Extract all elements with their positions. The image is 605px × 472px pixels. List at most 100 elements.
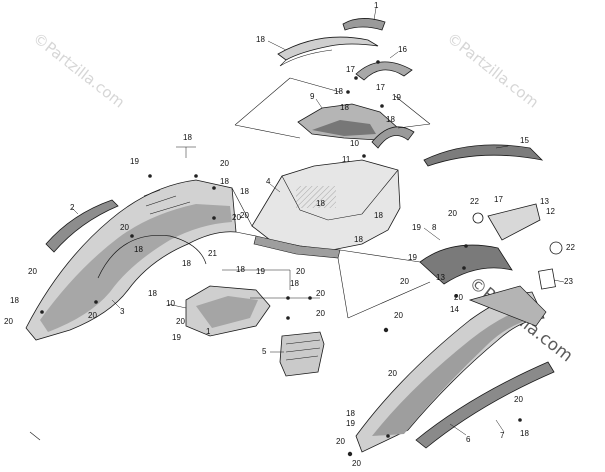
callout-22-b: 22 [566,243,575,252]
callout-18-top: 18 [256,35,265,44]
callout-18-left: 18 [183,133,192,142]
callout-19-left: 19 [130,157,139,166]
callout-20-d: 20 [176,317,185,326]
callout-19-lower: 19 [172,333,181,342]
callout-12: 12 [546,207,555,216]
callout-13: 13 [436,273,445,282]
part-22-washer-left [472,212,484,224]
callout-18-bottom: 18 [346,409,355,418]
part-14-upper-bracket [468,285,547,327]
part-12-mount [487,203,541,241]
callout-16: 16 [398,45,407,54]
callout-18-mid: 18 [334,87,343,96]
callout-7: 7 [500,431,505,440]
part-upper-fender [277,36,379,61]
part-7-side-trim [415,361,555,449]
callout-17-a: 17 [346,65,355,74]
callout-13-right: 13 [540,197,549,206]
callout-10: 10 [166,299,175,308]
part-1-under-floor-shade [196,296,258,328]
callout-20-lower-c: 20 [316,309,325,318]
callout-9: 9 [310,92,315,101]
callout-20-right: 20 [448,209,457,218]
callout-20-right-d: 20 [388,369,397,378]
callout-23: 23 [564,277,573,286]
callout-labels: 1 18 16 17 17 18 18 19 9 18 10 11 15 18 … [4,1,575,468]
callout-18-center-b: 18 [316,199,325,208]
corner-stamp-icon [29,431,41,441]
callout-20-bottom: 20 [336,437,345,446]
callout-18-center: 18 [240,187,249,196]
callout-19-lower-b: 19 [256,267,265,276]
callout-18-mid-b: 18 [340,103,349,112]
callout-18-left-d: 18 [182,259,191,268]
callout-20-right-b: 20 [400,277,409,286]
callout-10-top: 10 [350,139,359,148]
exploded-guide-lines-mid [231,187,431,319]
callout-20-lower-b: 20 [316,289,325,298]
callout-14: 14 [450,305,459,314]
part-5-bracket-lines [285,339,321,361]
callout-20-a: 20 [28,267,37,276]
callout-17-right: 17 [494,195,503,204]
callout-3: 3 [120,307,125,316]
callout-18-c: 18 [386,115,395,124]
part-2-strip [45,199,119,253]
part-6-front-panel-shade [372,306,536,436]
fastener-markers [40,60,522,457]
callout-20-center: 20 [394,311,403,320]
callout-18-lower-b: 18 [290,279,299,288]
part-22-washer-right [549,241,563,255]
watermark-right: ©Partzilla.com [444,29,543,112]
callout-15: 15 [520,136,529,145]
callout-20-bottom-b: 20 [352,459,361,468]
callout-18-left-b: 18 [220,177,229,186]
callout-19-bottom: 19 [346,419,355,428]
callout-18-left-c: 18 [134,245,143,254]
part-9-body-shade [312,120,376,136]
callout-20-left-b: 20 [120,223,129,232]
part-1-top-trim [342,18,386,31]
part-3-wheel-arch [97,234,207,279]
callout-18-center-c: 18 [374,211,383,220]
callout-20-left-c: 20 [232,213,241,222]
callout-4: 4 [266,177,271,186]
part-3-panel-shade [40,204,232,332]
part-upper-fender-edge [279,49,333,67]
part-16-arch [355,61,413,81]
callout-20-left: 20 [220,159,229,168]
part-8-front-cowl [419,244,513,285]
callout-6: 6 [466,435,471,444]
callout-1-top: 1 [374,1,379,10]
callout-21: 21 [208,249,217,258]
callout-18-bottom-right: 18 [520,429,529,438]
callout-8: 8 [432,223,437,232]
callout-20-bottom-right: 20 [514,395,523,404]
callout-22-a: 22 [470,197,479,206]
part-3-vents [143,189,191,215]
callout-20-b: 20 [4,317,13,326]
exploded-guide-lines-upper [234,77,431,139]
callout-11: 11 [342,155,351,164]
callout-19-right: 19 [412,223,421,232]
part-4-inner-wall [281,169,399,221]
callout-5: 5 [262,347,267,356]
callout-20-c: 20 [88,311,97,320]
callout-18-lower: 18 [236,265,245,274]
callout-20-left-d: 20 [240,211,249,220]
watermark-left: ©Partzilla.com [30,29,129,112]
callout-1-lower: 1 [206,327,211,336]
callout-18-c2: 18 [10,296,19,305]
callout-17-b: 17 [376,83,385,92]
leader-lines [71,7,565,436]
part-23-plate [538,268,556,290]
callout-18-center-d: 18 [354,235,363,244]
callout-20-right-c: 20 [454,293,463,302]
part-4-hatch-panel [296,186,336,208]
callout-2: 2 [70,203,75,212]
callout-19-mid: 19 [392,93,401,102]
part-11-arch [371,126,415,149]
callout-19-right-b: 19 [408,253,417,262]
